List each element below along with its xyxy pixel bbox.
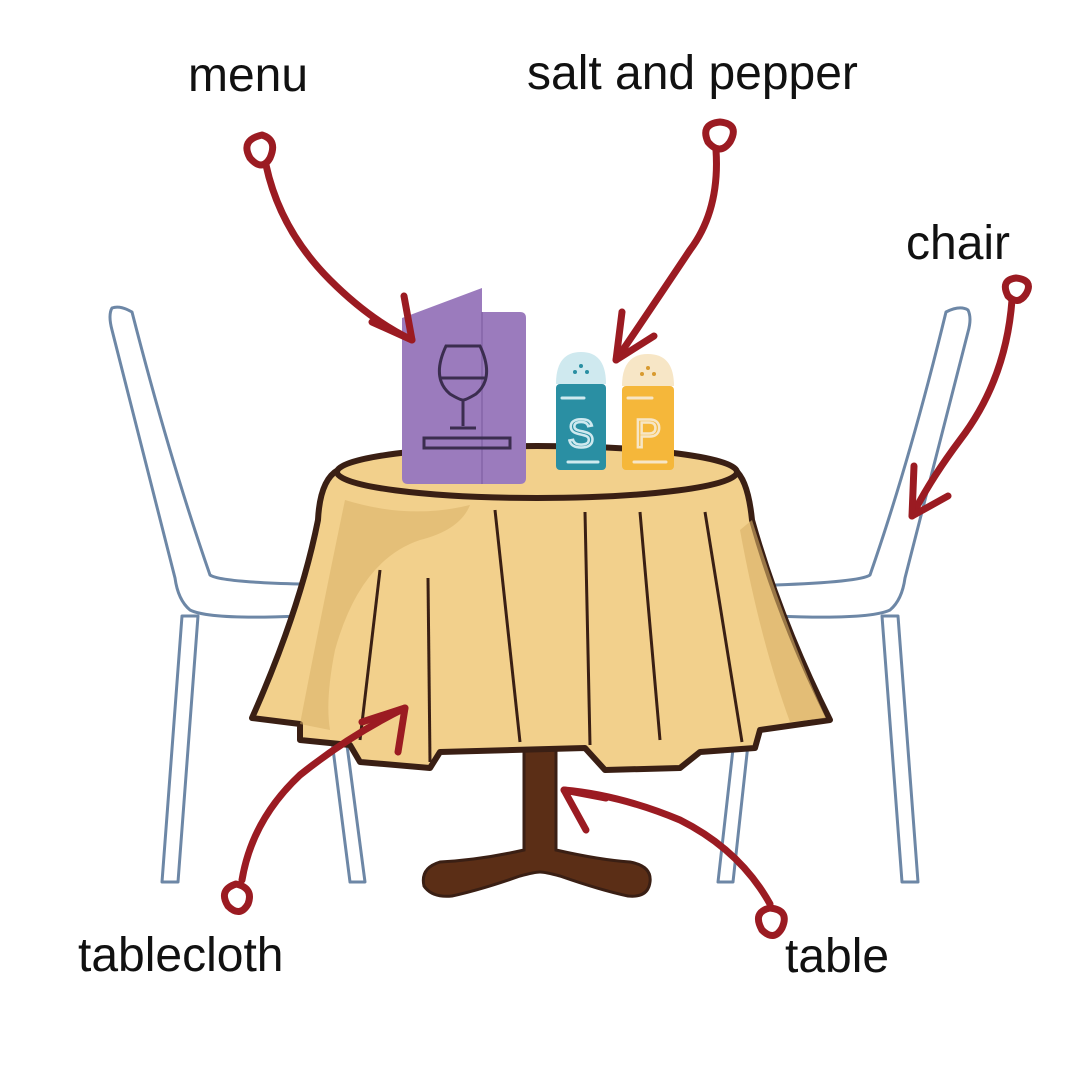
menu-arrow-icon xyxy=(243,131,416,344)
table-label: table xyxy=(785,930,890,983)
menu-label: menu xyxy=(188,49,309,102)
wine-glass-icon xyxy=(438,344,488,430)
table-arrow-icon xyxy=(560,786,788,939)
pepper-shaker-icon: P xyxy=(622,354,674,470)
pepper-letter: P xyxy=(635,412,662,456)
salt-shaker-icon: S xyxy=(556,352,606,470)
salt-and-pepper-arrow-icon xyxy=(612,118,737,364)
chair-label: chair xyxy=(906,217,1011,270)
chair-arrow-icon xyxy=(908,274,1032,520)
salt-letter: S xyxy=(568,412,595,456)
tablecloth-shape xyxy=(249,443,833,773)
menu-card-icon xyxy=(402,288,526,484)
tablecloth-label: tablecloth xyxy=(78,929,284,982)
tablecloth-arrow-icon xyxy=(220,704,409,915)
table-icon xyxy=(421,746,652,898)
salt-and-pepper-label: salt and pepper xyxy=(527,47,858,100)
